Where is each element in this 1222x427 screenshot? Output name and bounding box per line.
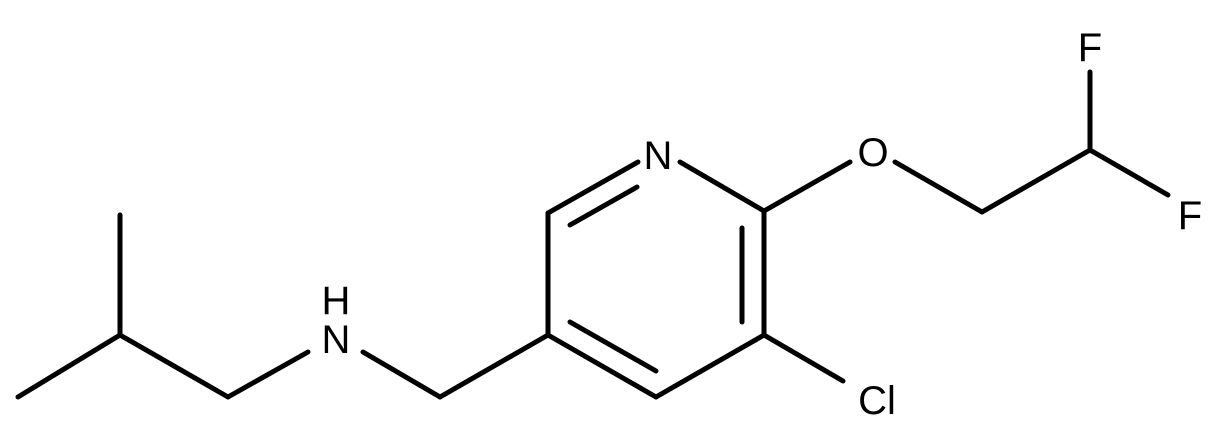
atom-label-fluorine-right: F [1178,194,1202,238]
bond-chf2-f-right [1087,147,1171,198]
bond-c2-n1-inner [567,184,640,228]
bond-n1-c6 [677,159,767,214]
bond-c5-c4 [653,332,767,400]
bond-nh-ch2 [360,349,443,400]
bond-c6-o [761,159,853,214]
bond-c4-c3 [545,332,659,400]
bond-ch2-ring [437,332,551,400]
bond-ch2-nh [225,349,311,400]
bond-c4-c3-inner [567,319,659,374]
bond-ch2-chf2 [979,147,1093,215]
bond-o-ch2 [892,159,985,215]
bond-methyl-left [15,332,123,400]
atom-label-amine-n: N [322,318,351,362]
bond-c2-n1 [545,159,641,216]
atom-label-chlorine: Cl [858,379,896,423]
bond-ch-ch2 [117,332,231,400]
bond-c5-cl [761,332,846,384]
atom-label-fluorine-top: F [1078,26,1102,70]
atom-label-ether-o: O [857,131,888,175]
atom-label-amine-h: H [322,279,351,323]
atom-label-pyridine-n: N [644,134,673,178]
